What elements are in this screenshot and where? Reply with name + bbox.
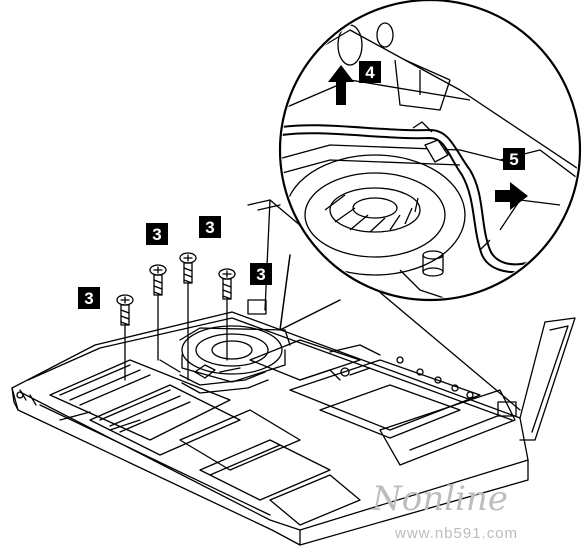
laptop-base bbox=[11, 311, 529, 546]
step-badge-screw-d: 3 bbox=[250, 263, 272, 285]
display-panel bbox=[247, 199, 576, 441]
drive-bay bbox=[249, 339, 516, 466]
step-label-screw-c: 3 bbox=[205, 218, 214, 237]
step-badge-pull: 5 bbox=[503, 148, 525, 170]
step-badge-screw-a: 3 bbox=[78, 287, 100, 309]
screw-guides bbox=[124, 282, 228, 381]
step-label-screw-d: 3 bbox=[256, 265, 265, 284]
watermark-url: www.nb591.com bbox=[394, 525, 518, 542]
memory-bays bbox=[49, 359, 361, 526]
step-badge-lift: 4 bbox=[359, 61, 381, 83]
step-label-screw-b: 3 bbox=[152, 225, 161, 244]
step-badge-screw-c: 3 bbox=[199, 216, 221, 238]
screw-icon bbox=[218, 268, 236, 300]
step-label-lift: 4 bbox=[365, 63, 375, 82]
screw-icon bbox=[149, 264, 167, 296]
arrow-right-icon bbox=[495, 182, 528, 210]
screw-icon bbox=[179, 252, 197, 284]
screw-icon bbox=[116, 294, 134, 326]
watermark: Nonline www.nb591.com bbox=[371, 479, 518, 542]
magnifier-callout bbox=[279, 254, 341, 331]
zoom-detail bbox=[278, 0, 582, 302]
arrow-up-icon bbox=[328, 65, 354, 105]
fan-assembly bbox=[159, 325, 291, 394]
step-label-screw-a: 3 bbox=[84, 289, 93, 308]
step-label-pull: 5 bbox=[509, 150, 518, 169]
step-badge-screw-b: 3 bbox=[146, 223, 168, 245]
watermark-brand: Nonline bbox=[371, 479, 508, 519]
